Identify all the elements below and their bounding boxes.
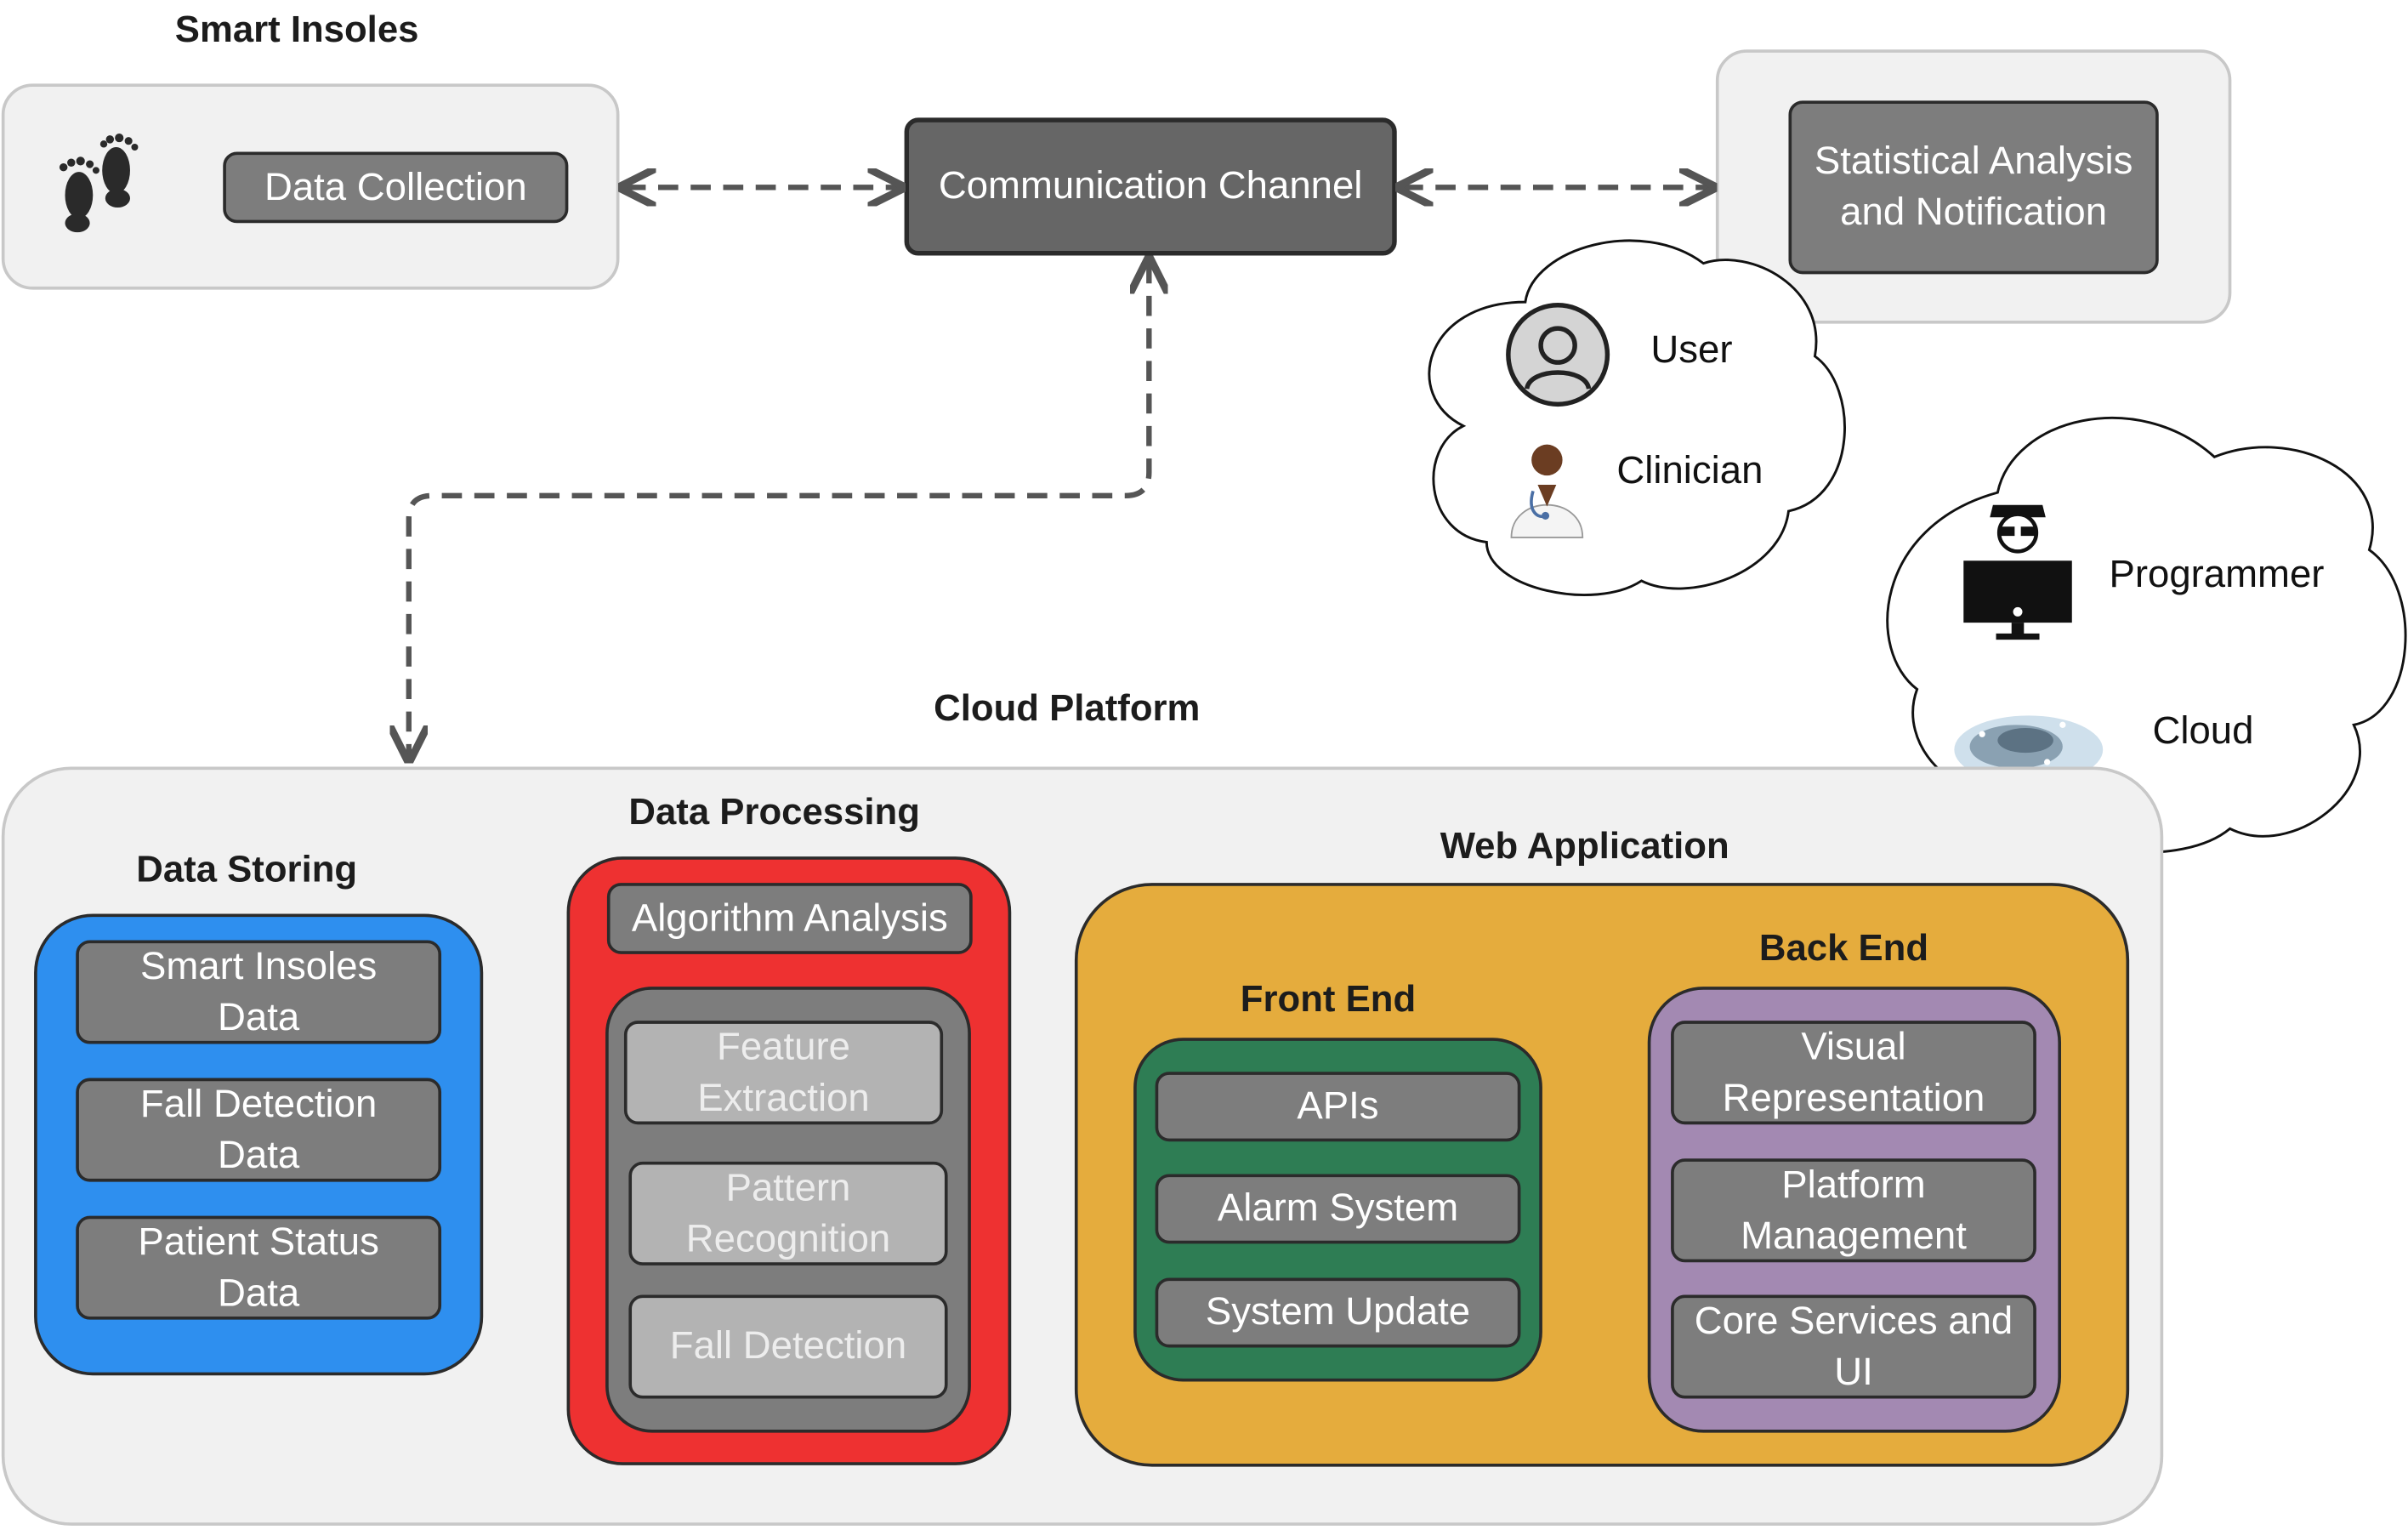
back-end-item-line: Representation — [1722, 1075, 1985, 1119]
front-end-title: Front End — [1240, 978, 1417, 1021]
cloud-label: Cloud — [2152, 709, 2254, 754]
statistical-line-1: Statistical Analysis — [1814, 139, 2133, 183]
storing-item-line: Data — [218, 1271, 300, 1315]
statistical-analysis-box[interactable]: Statistical Analysis and Notification — [1788, 100, 2159, 275]
processing-step-line: Feature — [717, 1024, 850, 1068]
data-processing-title: Data Processing — [628, 791, 920, 833]
clinician-icon — [1510, 444, 1584, 538]
algorithm-analysis-box[interactable]: Algorithm Analysis — [606, 883, 973, 954]
statistical-line-2: and Notification — [1840, 191, 2108, 235]
back-end-item[interactable]: Platform Management — [1671, 1158, 2036, 1263]
processing-step[interactable]: Pattern Recognition — [628, 1161, 948, 1266]
processing-step-line: Recognition — [685, 1216, 891, 1260]
data-collection-box[interactable]: Data Collection — [223, 151, 569, 224]
clinician-label: Clinician — [1616, 449, 1763, 493]
user-cloud-shape — [1428, 239, 1846, 596]
processing-step[interactable]: Feature Extraction — [623, 1021, 944, 1125]
programmer-label: Programmer — [2109, 553, 2325, 597]
cloud-platform-title: Cloud Platform — [934, 687, 1201, 730]
arrow-channel-cloud — [409, 264, 1150, 756]
user-avatar-icon — [1506, 303, 1610, 407]
storing-item-line: Patient Status — [138, 1220, 379, 1264]
back-end-item[interactable]: Core Services and UI — [1671, 1294, 2036, 1399]
programmer-icon — [1963, 504, 2072, 640]
storing-item-line: Data — [218, 995, 300, 1039]
processing-step-line: Pattern — [725, 1165, 851, 1209]
back-end-title: Back End — [1758, 927, 1929, 970]
processing-step-line: Extraction — [697, 1075, 870, 1119]
back-end-item-line: Platform — [1781, 1162, 1926, 1206]
back-end-item-line: UI — [1834, 1350, 1873, 1394]
storing-item[interactable]: Fall Detection Data — [76, 1078, 442, 1182]
back-end-item-line: Visual — [1801, 1024, 1906, 1068]
front-end-item[interactable]: System Update — [1155, 1277, 1521, 1348]
user-label: User — [1650, 328, 1733, 373]
storing-item[interactable]: Patient Status Data — [76, 1215, 442, 1320]
back-end-item[interactable]: Visual Representation — [1671, 1021, 2036, 1125]
storing-item-line: Fall Detection — [139, 1082, 378, 1126]
smart-insoles-title: Smart Insoles — [174, 9, 419, 52]
front-end-item[interactable]: APIs — [1155, 1072, 1521, 1142]
processing-step[interactable]: Fall Detection — [628, 1294, 948, 1399]
storing-item-line: Smart Insoles — [139, 944, 378, 988]
web-application-title: Web Application — [1440, 825, 1729, 867]
storing-item-line: Data — [218, 1133, 300, 1177]
communication-channel-box[interactable]: Communication Channel — [904, 117, 1397, 256]
back-end-item-line: Management — [1741, 1213, 1967, 1257]
storing-item[interactable]: Smart Insoles Data — [76, 940, 442, 1044]
back-end-item-line: Core Services and — [1694, 1299, 2013, 1343]
front-end-item[interactable]: Alarm System — [1155, 1174, 1521, 1244]
footprints-icon — [59, 133, 139, 233]
data-storing-title: Data Storing — [136, 849, 358, 891]
